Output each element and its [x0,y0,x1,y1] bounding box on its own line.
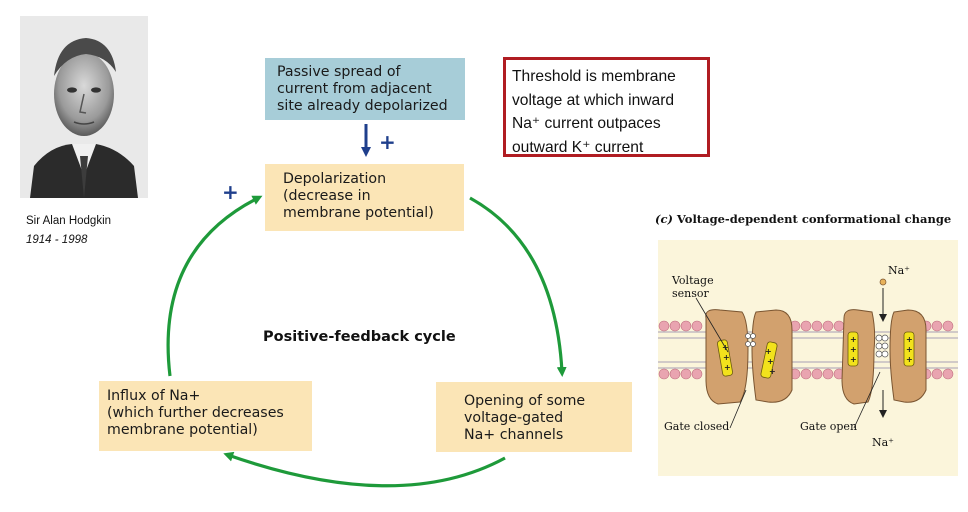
gate-closed-label: Gate closed [664,420,729,433]
arrow-influx-to-depol [166,195,263,377]
panel-title-text: Voltage-dependent conformational change [676,212,952,226]
arrow-depol-to-opening [469,196,567,377]
channel-panel-title: (c) Voltage-dependent conformational cha… [655,212,951,226]
svg-text:+: + [767,357,774,366]
svg-text:+: + [906,335,913,344]
voltage-sensor-label: Voltage sensor [671,274,717,300]
portrait-caption-name: Sir Alan Hodgkin [26,215,112,227]
na-ion-bottom-label: Na⁺ [872,436,894,449]
portrait-caption-years: 1914 - 1998 [26,234,88,246]
svg-text:+: + [850,355,857,364]
svg-text:+: + [906,345,913,354]
threshold-note: Threshold is membrane voltage at which i… [503,57,710,157]
channel-opening-box: Opening of some voltage-gated Na+ channe… [436,382,632,452]
svg-text:+: + [723,353,730,362]
gate-open-label: Gate open [800,420,857,433]
panel-prefix: (c) [655,212,673,226]
sodium-influx-box: Influx of Na+ (which further decreases m… [99,381,312,451]
arrow-opening-to-influx [223,451,506,488]
svg-text:+: + [769,367,776,376]
depolarization-box: Depolarization (decrease in membrane pot… [265,164,464,231]
plus-sign-top: + [379,130,396,154]
svg-text:+: + [850,335,857,344]
passive-spread-box: Passive spread of current from adjacent … [265,58,465,120]
svg-text:+: + [906,355,913,364]
svg-text:+: + [850,345,857,354]
channel-illustration: + + + + + + + + + + + + [658,240,958,476]
na-ion-top-label: Na⁺ [888,264,910,277]
svg-text:+: + [765,347,772,356]
svg-text:+: + [724,363,731,372]
cycle-label: Positive-feedback cycle [263,329,456,345]
portrait-photo [20,16,148,198]
plus-sign-left: + [222,180,239,204]
